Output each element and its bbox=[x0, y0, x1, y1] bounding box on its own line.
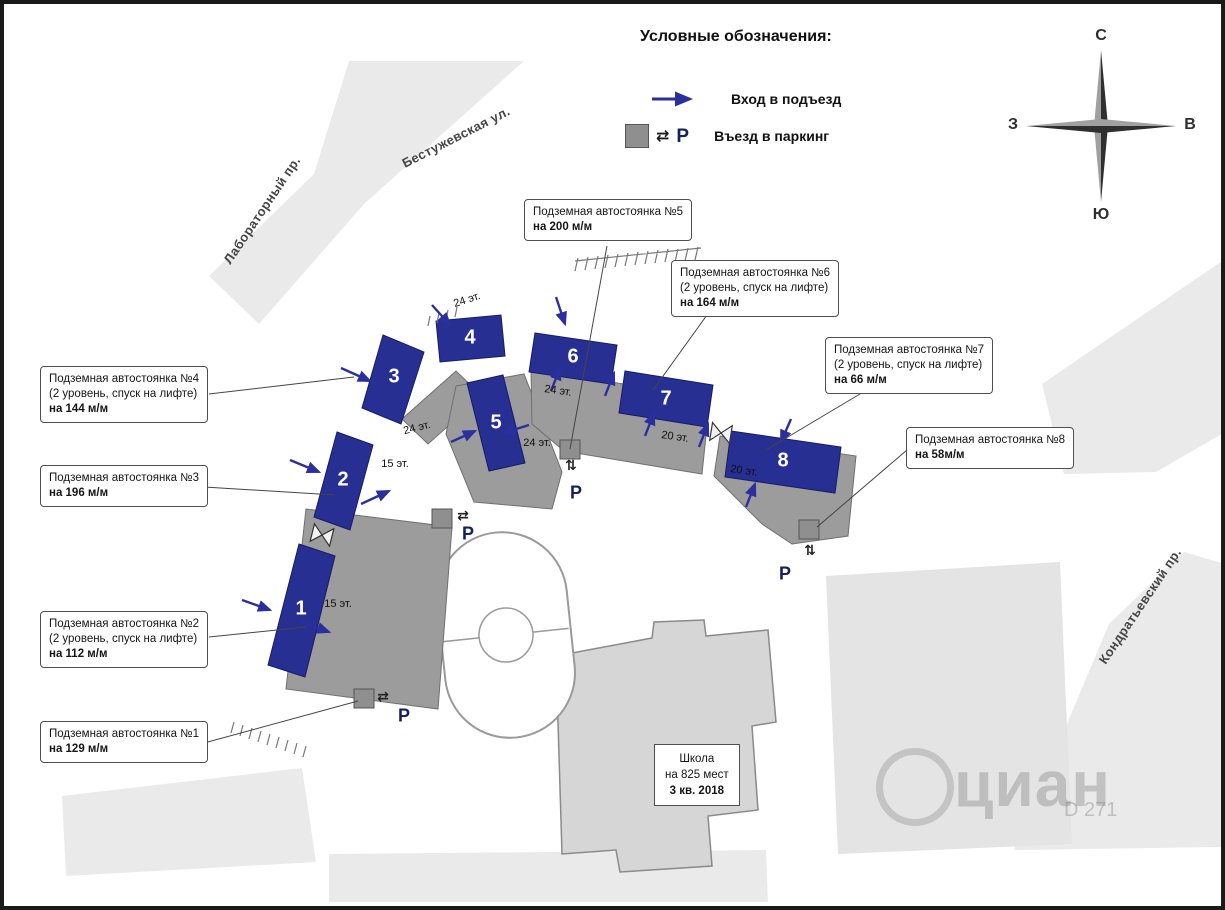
building-4-shape bbox=[435, 314, 506, 363]
parking-callout-5: Подземная автостоянка №5 на 200 м/м bbox=[524, 199, 692, 241]
parking-callout-8: Подземная автостоянка №8 на 58м/м bbox=[906, 427, 1074, 469]
floor-label: 15 эт. bbox=[324, 598, 352, 610]
compass-rose bbox=[1026, 50, 1176, 202]
callout-title: Подземная автостоянка №2 bbox=[49, 618, 199, 630]
building-5-number: 5 bbox=[490, 411, 502, 434]
parking-p-symbol: Р bbox=[569, 482, 583, 503]
callout-note: (2 уровень, спуск на лифте) bbox=[680, 281, 829, 294]
exchange-arrows-icon: ⇄ bbox=[457, 508, 469, 524]
parking-p-symbol: Р bbox=[461, 523, 475, 544]
callout-title: Подземная автостоянка №3 bbox=[49, 472, 199, 484]
callout-note: (2 уровень, спуск на лифте) bbox=[49, 387, 198, 400]
building-2-shape bbox=[313, 431, 374, 531]
callout-title: Подземная автостоянка №6 bbox=[680, 267, 830, 279]
watermark-logo-icon bbox=[876, 748, 954, 826]
parking-p-symbol: Р bbox=[397, 705, 411, 726]
school-date: 3 кв. 2018 bbox=[669, 785, 725, 798]
entrance-arrow-icon bbox=[652, 91, 693, 107]
legend-entrance-label: Вход в подъезд bbox=[731, 91, 842, 107]
parking-callout-3: Подземная автостоянка №3 на 196 м/м bbox=[40, 465, 208, 507]
building-5-shape bbox=[466, 374, 526, 472]
callout-title: Подземная автостоянка №5 bbox=[533, 206, 683, 218]
parking-p-symbol: Р bbox=[778, 563, 792, 584]
callout-capacity: на 129 м/м bbox=[49, 742, 109, 755]
building-3-shape bbox=[361, 334, 425, 425]
callout-title: Подземная автостоянка №8 bbox=[915, 434, 1065, 446]
building-4-number: 4 bbox=[464, 326, 476, 349]
parking-callout-6: Подземная автостоянка №6 (2 уровень, спу… bbox=[671, 260, 839, 317]
floor-label: 24 эт. bbox=[523, 437, 551, 449]
sports-field bbox=[436, 531, 576, 739]
exchange-arrows-icon: ⇅ bbox=[565, 458, 577, 474]
callout-capacity: на 200 м/м bbox=[533, 220, 593, 233]
leader-lines bbox=[203, 245, 908, 744]
compass-west-label: З bbox=[1007, 116, 1019, 133]
gate-markers bbox=[309, 421, 734, 548]
building-3-number: 3 bbox=[388, 365, 400, 388]
legend-parking-label: Въезд в паркинг bbox=[714, 128, 830, 144]
building-2-number: 2 bbox=[337, 468, 349, 491]
parking-p-symbol: Р bbox=[676, 125, 690, 147]
callout-title: Подземная автостоянка №1 bbox=[49, 728, 199, 740]
school-capacity: на 825 мест bbox=[665, 769, 729, 782]
building-1-number: 1 bbox=[295, 597, 307, 620]
legend-title: Условные обозначения: bbox=[640, 28, 832, 45]
callout-capacity: на 112 м/м bbox=[49, 647, 108, 660]
school-name: Школа bbox=[679, 753, 715, 765]
compass-south-label: Ю bbox=[1092, 206, 1110, 223]
watermark-id: D 271 bbox=[1064, 799, 1118, 821]
callout-capacity: на 144 м/м bbox=[49, 402, 109, 415]
legend-parking-row: ⇄ Р Въезд в паркинг bbox=[625, 124, 829, 148]
school-callout: Школа на 825 мест 3 кв. 2018 bbox=[654, 744, 740, 807]
city-blocks bbox=[62, 61, 1221, 902]
compass-east-label: В bbox=[1184, 116, 1196, 133]
callout-capacity: на 164 м/м bbox=[680, 296, 740, 309]
parking-square-icon bbox=[625, 124, 649, 148]
navy-buildings bbox=[267, 314, 842, 678]
exchange-arrows-icon: ⇄ bbox=[656, 126, 670, 145]
callout-capacity: на 196 м/м bbox=[49, 486, 109, 499]
parking-callout-2: Подземная автостоянка №2 (2 уровень, спу… bbox=[40, 611, 208, 668]
building-8-number: 8 bbox=[777, 449, 789, 472]
legend-entrance-row: Вход в подъезд bbox=[650, 90, 841, 108]
callout-capacity: на 58м/м bbox=[915, 448, 965, 461]
exchange-arrows-icon: ⇅ bbox=[804, 543, 816, 559]
entrance-arrows bbox=[241, 296, 793, 634]
parking-entry-squares bbox=[353, 439, 820, 709]
exchange-arrows-icon: ⇄ bbox=[377, 689, 389, 705]
parking-callout-1: Подземная автостоянка №1 на 129 м/м bbox=[40, 721, 208, 763]
plan-graphics bbox=[62, 50, 1221, 902]
callout-capacity: на 66 м/м bbox=[834, 373, 887, 386]
building-6-number: 6 bbox=[567, 345, 579, 368]
callout-title: Подземная автостоянка №7 bbox=[834, 344, 984, 356]
callout-note: (2 уровень, спуск на лифте) bbox=[834, 358, 983, 371]
parking-callout-4: Подземная автостоянка №4 (2 уровень, спу… bbox=[40, 366, 208, 423]
building-1-shape bbox=[267, 543, 336, 678]
building-8-shape bbox=[724, 430, 842, 494]
floor-label: 15 эт. bbox=[381, 458, 409, 470]
callout-title: Подземная автостоянка №4 bbox=[49, 373, 199, 385]
parking-callout-7: Подземная автостоянка №7 (2 уровень, спу… bbox=[825, 337, 993, 394]
compass-north-label: С bbox=[1095, 27, 1107, 44]
callout-note: (2 уровень, спуск на лифте) bbox=[49, 632, 198, 645]
watermark-text: циан bbox=[954, 748, 1111, 820]
building-7-number: 7 bbox=[660, 387, 672, 410]
